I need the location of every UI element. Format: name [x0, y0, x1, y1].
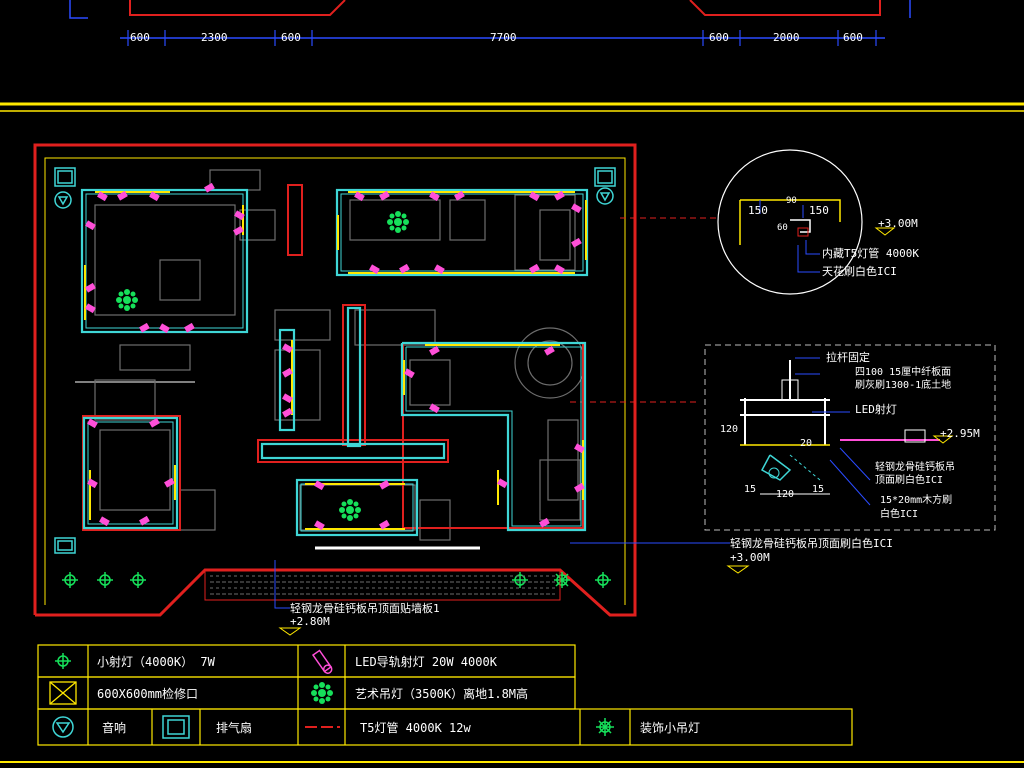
bottom-ceiling-level: +2.80M [290, 615, 330, 628]
detail2-led-note: LED射灯 [855, 403, 897, 416]
legend-label-led-track: LED导轨射灯 20W 4000K [355, 655, 497, 669]
dim-label: 600 [843, 31, 863, 44]
plan-leaders [274, 542, 750, 636]
legend-label-art-chandelier: 艺术吊灯（3500K）离地1.8M高 [355, 687, 529, 701]
legend-label-t5-tube: T5灯管 4000K 12w [360, 721, 471, 735]
right-ceiling-level: +3.00M [730, 551, 770, 564]
detail1-dim: 150 [748, 204, 768, 217]
section-detail-1 [717, 149, 896, 295]
detail2-dim: 15 [812, 484, 825, 495]
detail2-keel-note: 轻钢龙骨硅钙板吊 [875, 462, 955, 473]
detail2-dim: 120 [720, 424, 739, 435]
detail1-ceiling-note: 天花刷白色ICI [822, 265, 897, 278]
section-detail-2 [704, 344, 996, 531]
led-track-light-icon [311, 649, 333, 674]
legend-label-decorative-pendant: 装饰小吊灯 [640, 721, 701, 735]
detail1-dim: 60 [777, 223, 788, 233]
dim-label: 2000 [773, 31, 800, 44]
legend-table [0, 644, 1024, 763]
dim-label: 600 [709, 31, 729, 44]
detail2-level: +2.95M [940, 427, 980, 440]
dim-label: 7700 [490, 31, 517, 44]
access-panel-icon [49, 681, 77, 705]
detail1-light-note: 内藏T5灯管 4000K [822, 247, 919, 260]
legend-label-speaker: 音响 [102, 721, 127, 735]
dim-label: 600 [281, 31, 301, 44]
right-ceiling-note: 轻钢龙骨硅钙板吊顶面刷白色ICI [730, 537, 893, 550]
yellow-light-strips [84, 191, 587, 530]
top-dimension-strip [0, 0, 1024, 112]
speakers-and-fans [54, 167, 616, 554]
furniture-outline [94, 169, 586, 541]
detail2-dim: 20 [800, 438, 813, 449]
dim-label: 2300 [201, 31, 228, 44]
exhaust-fan-icon [162, 715, 190, 739]
spotlight-icon [55, 653, 71, 669]
bottom-ceiling-note: 轻钢龙骨硅钙板吊顶面贴墙板1 [290, 602, 440, 615]
detail2-rod-note: 拉杆固定 [826, 351, 870, 364]
detail2-dim: 120 [776, 489, 795, 500]
outer-walls [33, 143, 720, 617]
led-track-lights [85, 182, 585, 531]
detail2-wood-note: 15*20mm木方刷 [880, 495, 953, 506]
small-spotlights [62, 572, 611, 588]
legend-label-exhaust-fan: 排气扇 [216, 721, 253, 735]
detail2-dim: 15 [744, 484, 757, 495]
detail1-dim: 150 [809, 204, 829, 217]
detail2-panel-note: 四100 15厘中纤板面 [855, 367, 952, 378]
floor-hatch [204, 546, 561, 601]
legend-label-access-panel: 600X600mm检修口 [97, 687, 199, 701]
speaker-icon [52, 716, 74, 738]
art-chandelier-icon [311, 682, 333, 704]
detail2-panel-note: 刷灰刷1300-1底土地 [855, 380, 952, 391]
art-chandeliers [116, 211, 409, 521]
detail1-level: +3.00M [878, 217, 918, 230]
detail2-wood-note: 白色ICI [880, 509, 919, 520]
dim-label: 600 [130, 31, 150, 44]
detail1-dim: 90 [786, 196, 797, 206]
legend-label-spotlight: 小射灯（4000K） 7W [97, 655, 215, 669]
detail2-keel-note: 顶面刷白色ICI [875, 475, 944, 486]
decorative-pendant-icon [596, 718, 614, 736]
